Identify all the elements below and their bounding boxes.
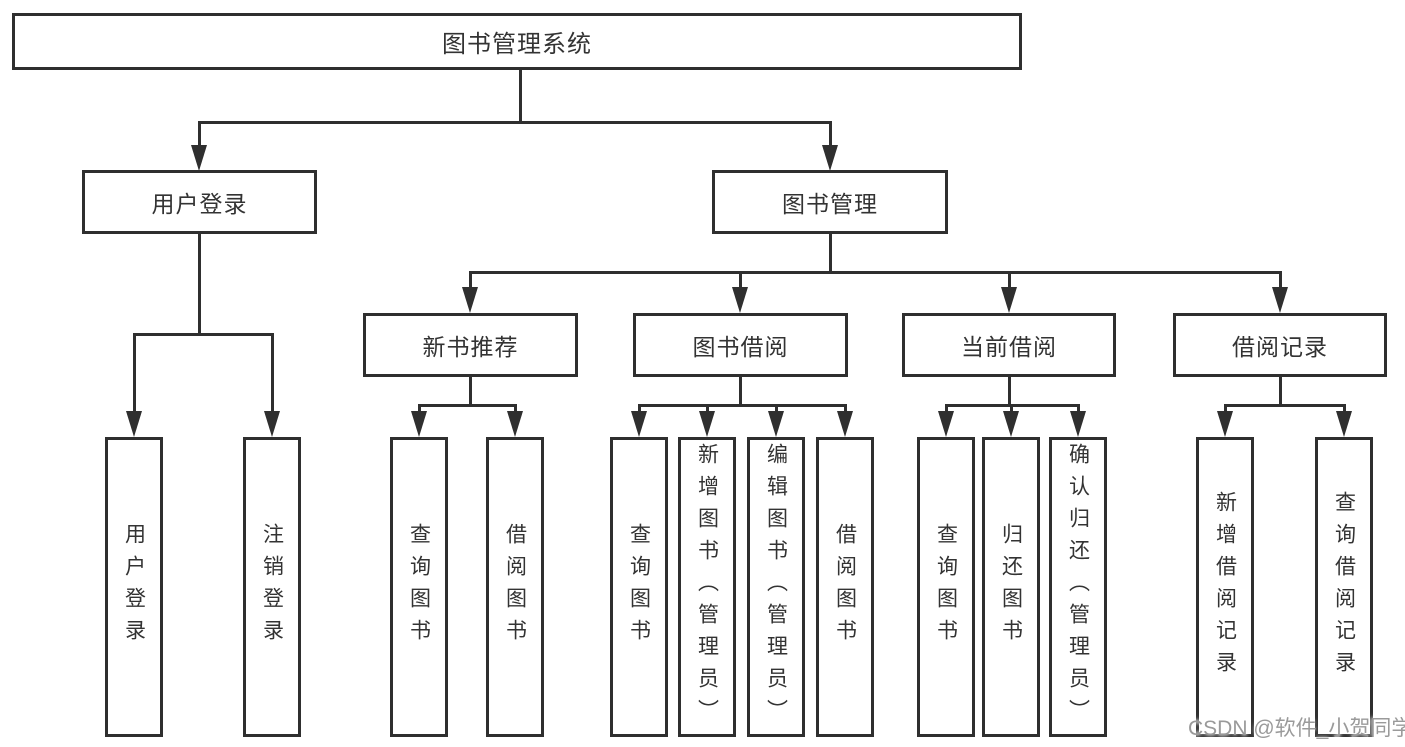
arrowhead-down-icon — [264, 411, 280, 437]
arrowhead-down-icon — [822, 145, 838, 171]
leaf-label: 查询图书 — [627, 523, 651, 651]
node-book-management: 图书管理 — [712, 170, 948, 234]
connector-line-h — [133, 333, 274, 336]
connector-line-v — [1224, 404, 1227, 414]
leaf-borrow-books: 借阅图书 — [816, 437, 874, 737]
node-library-management-system: 图书管理系统 — [12, 13, 1022, 70]
connector-line-v — [638, 404, 641, 414]
leaf-label: 归还图书 — [999, 523, 1023, 651]
arrowhead-down-icon — [126, 411, 142, 437]
connector-line-v — [775, 404, 778, 414]
leaf-label: 确认归还（管理员） — [1066, 443, 1090, 731]
connector-line-v — [844, 404, 847, 414]
arrowhead-down-icon — [1272, 287, 1288, 313]
connector-line-h — [198, 121, 832, 124]
connector-line-v — [739, 375, 742, 407]
leaf-label: 查询借阅记录 — [1332, 491, 1356, 683]
node-new-book-recommend: 新书推荐 — [363, 313, 578, 377]
connector-line-v — [1343, 404, 1346, 414]
node-user-login: 用户登录 — [82, 170, 317, 234]
leaf-label: 查询图书 — [407, 523, 431, 651]
connector-line-v — [133, 333, 136, 413]
connector-line-v — [469, 375, 472, 407]
leaf-label: 查询图书 — [934, 523, 958, 651]
node-label: 借阅记录 — [1232, 334, 1328, 360]
leaf-logout: 注销登录 — [243, 437, 301, 737]
connector-line-h — [638, 404, 847, 407]
arrowhead-down-icon — [411, 411, 427, 437]
leaf-label: 编辑图书（管理员） — [764, 443, 788, 731]
leaf-label: 新增图书（管理员） — [695, 443, 719, 731]
node-borrowing-records: 借阅记录 — [1173, 313, 1387, 377]
connector-line-v — [418, 404, 421, 414]
arrowhead-down-icon — [462, 287, 478, 313]
node-label: 图书管理 — [782, 191, 878, 217]
arrowhead-down-icon — [768, 411, 784, 437]
leaf-add-borrow-record: 新增借阅记录 — [1196, 437, 1254, 737]
connector-line-v — [1008, 375, 1011, 407]
leaf-user-login: 用户登录 — [105, 437, 163, 737]
arrowhead-down-icon — [938, 411, 954, 437]
connector-line-v — [271, 333, 274, 413]
connector-line-v — [739, 271, 742, 293]
connector-line-v — [1279, 375, 1282, 407]
arrowhead-down-icon — [732, 287, 748, 313]
connector-line-v — [519, 68, 522, 124]
connector-line-v — [1077, 404, 1080, 414]
arrowhead-down-icon — [837, 411, 853, 437]
arrowhead-down-icon — [631, 411, 647, 437]
connector-line-h — [469, 271, 1282, 274]
node-book-borrowing: 图书借阅 — [633, 313, 848, 377]
node-label: 用户登录 — [151, 191, 248, 217]
arrowhead-down-icon — [1001, 287, 1017, 313]
arrowhead-down-icon — [1070, 411, 1086, 437]
leaf-query-books-recommend: 查询图书 — [390, 437, 448, 737]
leaf-query-borrow-record: 查询借阅记录 — [1315, 437, 1373, 737]
node-label: 图书管理系统 — [442, 31, 592, 58]
leaf-label: 用户登录 — [122, 523, 146, 651]
leaf-label: 新增借阅记录 — [1213, 491, 1237, 683]
connector-line-h — [1224, 404, 1345, 407]
connector-line-v — [198, 232, 201, 335]
connector-line-v — [945, 404, 948, 414]
leaf-query-books-borrowing: 查询图书 — [610, 437, 668, 737]
connector-line-v — [1010, 404, 1013, 414]
connector-line-h — [418, 404, 517, 407]
arrowhead-down-icon — [1003, 411, 1019, 437]
leaf-confirm-return-admin: 确认归还（管理员） — [1049, 437, 1107, 737]
connector-line-v — [1008, 271, 1011, 293]
arrowhead-down-icon — [1217, 411, 1233, 437]
leaf-label: 注销登录 — [260, 523, 284, 651]
leaf-edit-books-admin: 编辑图书（管理员） — [747, 437, 805, 737]
arrowhead-down-icon — [191, 145, 207, 171]
connector-line-v — [706, 404, 709, 414]
leaf-label: 借阅图书 — [503, 523, 527, 651]
connector-line-v — [514, 404, 517, 414]
connector-line-v — [829, 121, 832, 151]
leaf-add-books-admin: 新增图书（管理员） — [678, 437, 736, 737]
leaf-return-books: 归还图书 — [982, 437, 1040, 737]
connector-line-v — [1279, 271, 1282, 293]
node-label: 图书借阅 — [692, 334, 789, 360]
arrowhead-down-icon — [1336, 411, 1352, 437]
node-label: 新书推荐 — [422, 334, 519, 360]
leaf-label: 借阅图书 — [833, 523, 857, 651]
connector-line-v — [198, 121, 201, 151]
arrowhead-down-icon — [507, 411, 523, 437]
arrowhead-down-icon — [699, 411, 715, 437]
connector-line-v — [829, 232, 832, 273]
watermark: CSDN @软件_小贺同学 — [1188, 717, 1405, 740]
node-label: 当前借阅 — [961, 334, 1057, 360]
leaf-query-books-current: 查询图书 — [917, 437, 975, 737]
node-current-borrowing: 当前借阅 — [902, 313, 1116, 377]
connector-line-v — [469, 271, 472, 293]
leaf-borrow-books-recommend: 借阅图书 — [486, 437, 544, 737]
